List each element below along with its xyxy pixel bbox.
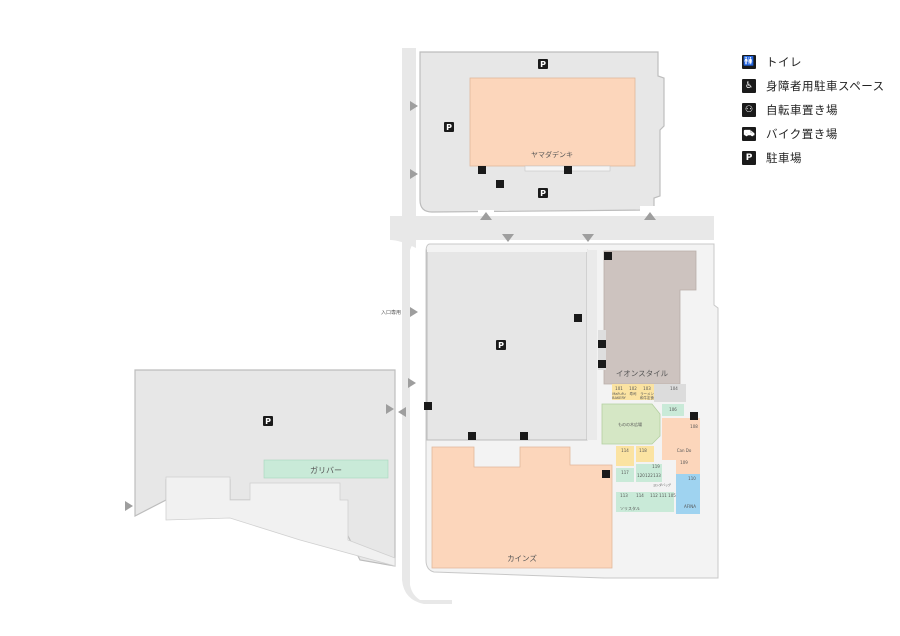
svg-text:102: 102	[629, 386, 637, 391]
parking-icon: P	[538, 188, 548, 198]
parking-icon: P	[538, 59, 548, 69]
parking-icon: P	[444, 122, 454, 132]
svg-text:寿司: 寿司	[630, 391, 638, 396]
svg-text:110: 110	[688, 476, 696, 481]
accessible-parking-icon	[468, 432, 476, 440]
svg-text:114: 114	[636, 493, 644, 498]
accessible-parking-icon	[520, 432, 528, 440]
svg-text:P: P	[540, 189, 546, 198]
plaza	[601, 403, 661, 445]
svg-text:122: 122	[645, 473, 653, 478]
bicycle-icon	[564, 166, 572, 174]
bicycle-icon	[424, 402, 432, 410]
cainz-label: カインズ	[507, 553, 537, 563]
legend-item-motorcycle: ⛟ バイク置き場	[742, 122, 900, 146]
svg-text:MaFuFu: MaFuFu	[612, 392, 625, 396]
roads	[390, 48, 714, 604]
bicycle-icon	[478, 166, 486, 174]
map-legend: 🚻 トイレ ♿ 身障者用駐車スペース ⚇ 自転車置き場 ⛟ バイク置き場 P 駐…	[742, 50, 900, 170]
svg-text:109: 109	[680, 460, 688, 465]
toilet-icon	[690, 412, 698, 420]
toilet-icon: 🚻	[742, 55, 756, 69]
left-block: ガリバー	[134, 369, 396, 567]
accessible-parking-icon	[496, 180, 504, 188]
accessible-parking-icon	[574, 314, 582, 322]
motorcycle-icon	[598, 360, 606, 368]
svg-text:117: 117	[621, 470, 629, 475]
svg-text:103: 103	[643, 386, 651, 391]
facility-icons	[424, 166, 698, 478]
vertical-road	[402, 48, 452, 604]
svg-text:101: 101	[615, 386, 623, 391]
svg-text:和牛定食: 和牛定食	[640, 395, 654, 400]
svg-text:P: P	[446, 123, 452, 132]
svg-text:118: 118	[639, 448, 647, 453]
bicycle-icon: ⚇	[742, 103, 756, 117]
svg-text:ヨシダバッグ: ヨシダバッグ	[653, 482, 671, 487]
aeon-label: イオンスタイル	[616, 369, 669, 378]
parking-icon: P	[742, 151, 756, 165]
yamada-store	[469, 77, 636, 167]
accessible-parking-icon: ♿	[742, 79, 756, 93]
toilet-icon	[604, 252, 612, 260]
legend-item-bicycle: ⚇ 自転車置き場	[742, 98, 900, 122]
legend-label: トイレ	[766, 55, 802, 69]
main-parking-lot	[426, 249, 588, 441]
parking-icon: P	[263, 416, 273, 426]
svg-text:108: 108	[690, 424, 698, 429]
svg-text:P: P	[498, 341, 504, 350]
bicycle-icon	[598, 340, 606, 348]
legend-label: 身障者用駐車スペース	[766, 79, 885, 93]
cainz-store	[431, 446, 613, 569]
food-row: 101 102 103 104 MaFuFu BAKERY 寿司 ラーメン 和牛…	[612, 384, 686, 402]
legend-item-accessible-parking: ♿ 身障者用駐車スペース	[742, 74, 900, 98]
horizontal-road	[390, 216, 714, 240]
afina-label: AFINA	[684, 504, 696, 509]
svg-text:119: 119	[652, 464, 660, 469]
toilet-icon	[602, 470, 610, 478]
gulliver-store	[263, 459, 389, 479]
main-block: イオンスタイル カインズ ものの木広場 101 102 103 104 MaFu…	[425, 243, 719, 579]
gulliver-label: ガリバー	[310, 465, 342, 475]
legend-item-toilet: 🚻 トイレ	[742, 50, 900, 74]
candoo-label: Can Do	[677, 448, 692, 453]
parking-icon: P	[496, 340, 506, 350]
plaza-label: ものの木広場	[618, 421, 642, 427]
svg-text:106: 106	[669, 407, 677, 412]
svg-text:ラーメン: ラーメン	[640, 391, 654, 396]
svg-text:113: 113	[620, 493, 628, 498]
legend-item-parking: P 駐車場	[742, 146, 900, 170]
yamada-label: ヤマダデンキ	[531, 150, 573, 159]
candoo-store	[662, 418, 700, 474]
svg-text:104: 104	[670, 386, 678, 391]
legend-label: バイク置き場	[766, 127, 838, 141]
svg-text:BAKERY: BAKERY	[612, 396, 627, 400]
svg-text:111: 111	[659, 493, 667, 498]
svg-text:114: 114	[621, 448, 629, 453]
svg-text:120: 120	[637, 473, 645, 478]
svg-text:112: 112	[650, 493, 658, 498]
svg-text:ソリスタル: ソリスタル	[620, 505, 640, 511]
parking-icons: P P P P P	[263, 59, 548, 426]
aeon-store	[603, 250, 697, 385]
motorcycle-icon: ⛟	[742, 127, 756, 141]
entrance-only-label: 入口専用	[381, 309, 401, 316]
legend-label: 自転車置き場	[766, 103, 838, 117]
svg-text:133: 133	[653, 473, 661, 478]
afina-store	[676, 474, 700, 514]
entrance-arrows	[125, 101, 656, 511]
legend-label: 駐車場	[766, 151, 802, 165]
svg-text:P: P	[540, 60, 546, 69]
svg-text:105: 105	[668, 493, 676, 498]
svg-text:P: P	[265, 417, 271, 426]
